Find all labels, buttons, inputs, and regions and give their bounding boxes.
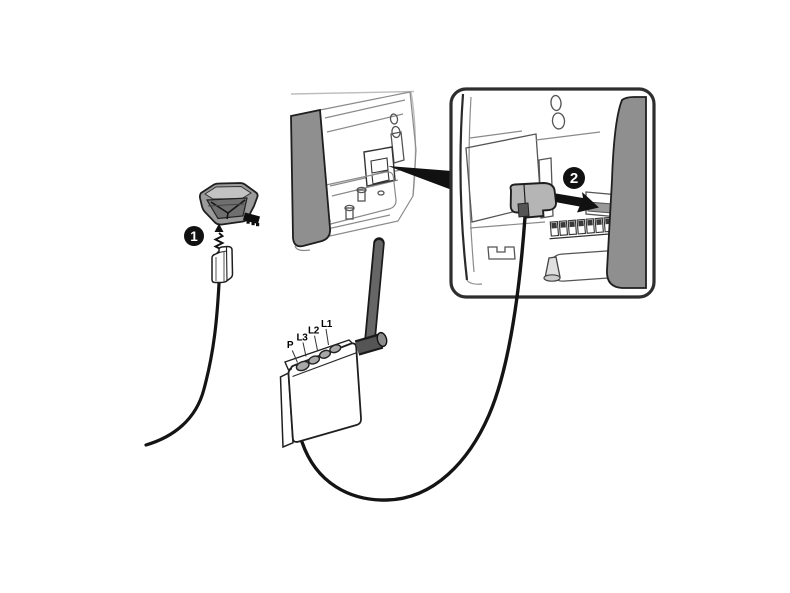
terminal-slot (560, 221, 566, 228)
button-l2 (318, 349, 332, 359)
push-up-arrow-icon (214, 223, 224, 232)
recess-line-horizontal (207, 203, 245, 207)
antenna-joint-cap (376, 331, 388, 348)
receiver-to-unit-cable (300, 215, 527, 502)
antenna-joint (355, 335, 382, 354)
leader-line-p (291, 350, 298, 363)
leader-line-l1 (325, 328, 329, 346)
step2-badge-number: 2 (570, 170, 578, 187)
callout-unit-left-edge (459, 93, 469, 281)
antenna-rod (366, 240, 383, 344)
insert-direction-arrow-icon (555, 192, 599, 213)
nub-tooth (251, 222, 255, 226)
receiver-box: P L3 L2 L1 (279, 237, 388, 449)
nub-tooth (256, 223, 260, 227)
callout-lower-shelf-line (469, 221, 546, 229)
nub-tooth (246, 220, 250, 224)
recess-line-left (210, 201, 229, 214)
sensor-housing-top (204, 185, 252, 200)
unit-post-1 (357, 189, 366, 202)
unit-post-1-top (356, 186, 367, 194)
button-l3 (307, 355, 321, 365)
label-l2: L2 (308, 326, 320, 337)
label-l1: L1 (321, 319, 333, 330)
callout-hole-bottom (551, 112, 566, 130)
unit-foot-line (294, 245, 311, 252)
unit-side-cover (290, 108, 331, 248)
recess-line-center (226, 212, 229, 220)
button-l1 (329, 344, 342, 354)
plug-cable (144, 281, 221, 447)
leader-line-l3 (302, 342, 307, 357)
terminal-slot (596, 219, 602, 225)
step1-badge-number: 1 (190, 229, 198, 244)
plug-step-line (218, 250, 227, 254)
callout-backwall-line (535, 131, 601, 141)
callout-cone-base (543, 274, 561, 282)
unit-inner-top-line (324, 99, 406, 119)
recess-line-right (227, 199, 246, 214)
sensor-housing-recess (205, 197, 248, 220)
callout-hole-top (550, 94, 562, 112)
terminal-slot (551, 222, 557, 229)
leader-line-l2 (314, 335, 318, 351)
callout-foreground: 2 (509, 167, 599, 219)
unit-interior-outline (319, 91, 417, 237)
unit-post-2-top (344, 204, 355, 212)
callout-shelf-line (469, 130, 523, 139)
unit-socket-inner (370, 157, 389, 174)
plug-edge-line (225, 246, 228, 282)
control-unit (290, 90, 417, 252)
unit-top-edge-line (290, 90, 415, 95)
label-l3: L3 (296, 333, 308, 344)
unit-screw-hole-2 (377, 190, 385, 196)
terminal-slot (569, 221, 575, 228)
callout-plug-clip (517, 202, 530, 218)
button-p (295, 360, 310, 372)
unit-hole-bottom (391, 125, 401, 139)
label-p: P (287, 340, 294, 351)
step1-badge (184, 226, 204, 246)
terminal-slot (587, 219, 593, 226)
step1-group: 1 (144, 182, 260, 447)
unit-hole-top (389, 113, 399, 125)
unit-post-2 (345, 207, 354, 220)
step2-badge (563, 167, 585, 189)
callout-unit-left-inner (468, 96, 475, 273)
callout-notch-part (487, 246, 516, 260)
callout-foot-line (466, 279, 483, 285)
antenna (354, 237, 388, 356)
callout-pointer-arrow-icon (388, 166, 452, 190)
terminal-slot (578, 220, 584, 227)
callout-side-cover (606, 96, 647, 289)
receiver-lid-seam (292, 352, 357, 378)
